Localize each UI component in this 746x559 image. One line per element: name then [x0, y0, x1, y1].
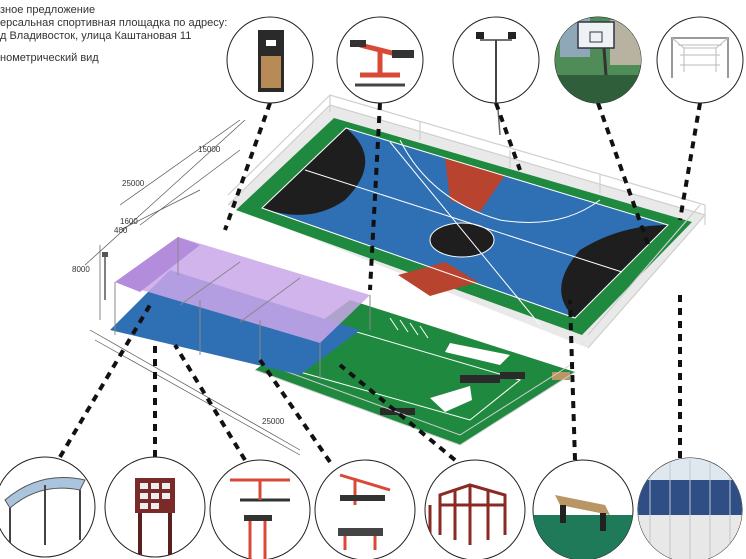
bench-press-icon [338, 473, 391, 550]
exercise-machine-icon [350, 40, 414, 87]
header-line-2: ерсальная спортивная площадка по адресу: [0, 17, 228, 29]
basketball-hoop-icon [555, 17, 641, 103]
callout-canopy [0, 456, 96, 558]
floodlight-icon [476, 32, 516, 103]
header-line-4: нометрический вид [0, 52, 99, 64]
header-line-1: зное предложение [0, 4, 96, 16]
dimension-8000: 8000 [72, 265, 90, 274]
dimension-15000: 15000 [198, 145, 221, 154]
callout-fence [637, 457, 743, 559]
bin-icon [258, 30, 284, 92]
callout-bin [226, 16, 314, 104]
fence-icon [638, 458, 742, 559]
callout-bench-press [314, 459, 416, 559]
football-goal-icon [671, 37, 729, 78]
callout-exercise-machine [336, 16, 424, 104]
callout-workout-rack [424, 459, 526, 559]
leader-lines [58, 102, 702, 464]
callout-basketball-hoop [554, 16, 642, 104]
callout-bench [532, 459, 634, 559]
dimension-25000-bottom: 25000 [262, 417, 285, 426]
callout-info-board [104, 456, 206, 558]
dimension-lines [84, 119, 301, 456]
callout-football-goal [656, 16, 744, 104]
dimension-1600: 1600 [120, 217, 138, 226]
header: зное предложение ерсальная спортивная пл… [0, 4, 227, 65]
workout-rack-icon [428, 483, 507, 545]
dimension-25000-top: 25000 [122, 179, 145, 188]
info-board-icon [135, 478, 175, 557]
callout-exercise-equipment [209, 459, 311, 559]
canopy-area [102, 237, 371, 380]
main-court [227, 44, 706, 349]
callout-floodlight [452, 16, 540, 104]
dimension-400: 400 [114, 226, 128, 235]
header-line-3: д Владивосток, улица Каштановая 11 [0, 30, 192, 42]
exercise-equipment-icon [230, 478, 290, 559]
